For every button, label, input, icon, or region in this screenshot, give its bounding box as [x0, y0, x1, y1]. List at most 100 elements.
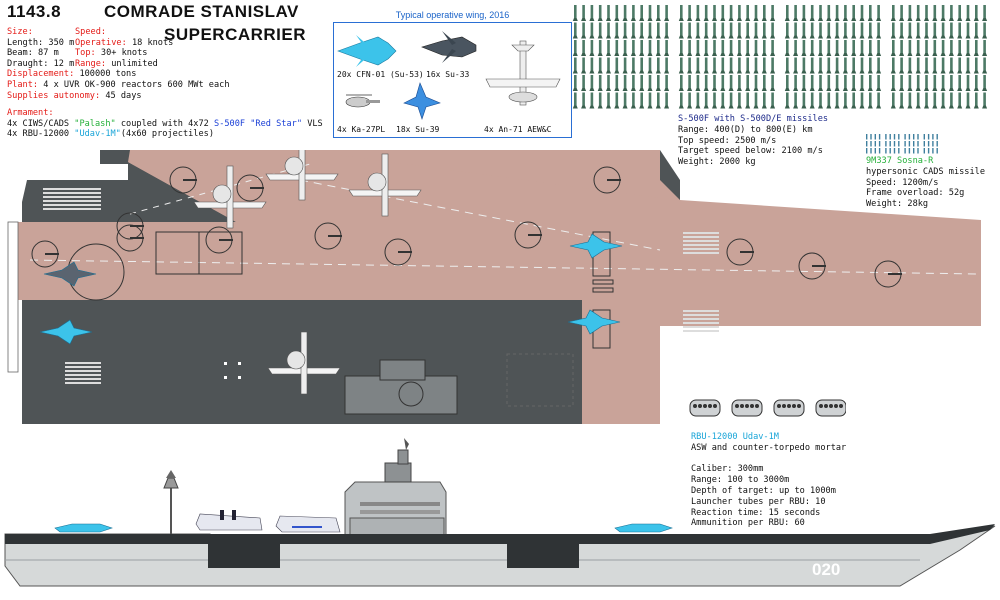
arm2-name: "Udav-1M": [74, 129, 121, 140]
vls-missile: [842, 40, 848, 56]
vls-missile: [572, 40, 578, 56]
vls-missile: [606, 57, 611, 74]
sosna-missile: [889, 148, 891, 154]
top-value: 30+ knots: [100, 48, 148, 59]
vls-missile: [801, 40, 807, 56]
displacement-value: 100000 tons: [79, 69, 137, 80]
vls-missile: [957, 5, 963, 21]
vls-missile: [597, 92, 603, 109]
vls-missile: [581, 5, 587, 21]
ciws-grille: [43, 200, 79, 202]
vls-missile: [907, 40, 913, 56]
sosna-missile: [898, 148, 900, 154]
vls-missile: [678, 5, 684, 21]
air-wing-title: Typical operative wing, 2016: [395, 10, 510, 20]
vls-missile: [639, 5, 645, 21]
vls-missile: [761, 5, 767, 21]
vls-missile: [834, 40, 840, 56]
vls-missile: [842, 5, 848, 21]
vls-missile: [851, 92, 857, 109]
vls-missile: [965, 75, 971, 91]
vls-missile: [867, 40, 873, 56]
ciws-grille: [43, 208, 79, 210]
sosna-missile: [885, 148, 887, 154]
vls-missile: [907, 22, 913, 39]
vls-missile: [664, 40, 670, 56]
sosna-missile: [904, 141, 906, 147]
ciws-grille: [65, 366, 101, 368]
vls-missile: [915, 40, 921, 56]
vls-missile: [647, 40, 653, 56]
vls-missile: [924, 75, 929, 91]
vls-missile: [712, 40, 717, 56]
sosna-missile: [932, 141, 934, 147]
vls-missile: [745, 92, 751, 109]
vls-missile: [720, 22, 726, 39]
vls-missile: [915, 5, 921, 21]
vls-missile: [784, 22, 790, 39]
vls-missile: [589, 75, 595, 91]
vls-missile: [753, 5, 759, 21]
vls-missile: [948, 22, 954, 39]
vls-missile: [957, 57, 963, 74]
vls-missile: [761, 57, 767, 74]
vls-missile: [915, 57, 921, 74]
sosna-missile: [874, 134, 876, 140]
vls-missile: [581, 57, 587, 74]
vls-missile: [973, 40, 979, 56]
rbu-reaction: Reaction time: 15 seconds: [691, 507, 821, 518]
vls-missile: [614, 22, 620, 39]
vls-missile: [678, 75, 684, 91]
ciws-grille: [65, 208, 101, 210]
vls-missile: [907, 75, 913, 91]
vls-missile: [784, 57, 790, 74]
sosna-missile: [889, 141, 891, 147]
vls-missile: [572, 5, 578, 21]
vls-missile: [932, 40, 938, 56]
su39-icon: [403, 82, 441, 120]
vls-missile: [859, 57, 865, 74]
air-wing-silhouettes: [337, 31, 561, 120]
vls-missile: [720, 75, 726, 91]
vls-missile: [867, 92, 873, 109]
vls-missile: [606, 22, 611, 39]
sosna-missile: [923, 148, 925, 154]
vls-missile: [948, 57, 954, 74]
ciws-grille: [65, 196, 101, 198]
ka27-label: 4x Ka-27PL: [337, 125, 386, 134]
side-fighter-1: [54, 523, 113, 533]
sosna-missile: [927, 148, 930, 154]
vls-missile: [678, 92, 684, 109]
vls-missile: [622, 57, 628, 74]
ship-class: SUPERCARRIER: [164, 25, 307, 44]
vls-missile: [957, 92, 963, 109]
vls-missile: [801, 5, 807, 21]
ciws-grille: [65, 382, 101, 384]
sosna-missile: [870, 141, 872, 147]
vls-missile: [736, 22, 742, 39]
vls-missile: [687, 5, 693, 21]
vls-missile: [655, 75, 661, 91]
armament-block: Armament: 4x CIWS/CADS "Palash" coupled …: [7, 108, 323, 140]
top-label: Top:: [75, 48, 96, 59]
vls-missile: [948, 92, 954, 109]
ciws-grille: [65, 370, 101, 372]
vls-missile: [655, 92, 661, 109]
arm1-mid: coupled with 4x72: [120, 118, 209, 129]
vls-missile: [924, 92, 929, 109]
sosna-title: 9M337 Sosna-R: [866, 156, 934, 166]
vls-missile: [614, 40, 620, 56]
sosna-missile: [878, 148, 881, 154]
vls-missile: [965, 40, 971, 56]
vls-missile: [745, 75, 751, 91]
vls-missile: [770, 5, 776, 21]
vls-missile: [622, 40, 628, 56]
sosna-missile: [870, 134, 872, 140]
vls-missile: [581, 92, 587, 109]
vls-missile: [639, 92, 645, 109]
su33-icon: [421, 31, 477, 63]
vls-missile-grid: [572, 5, 988, 109]
vls-missile: [572, 92, 578, 109]
vls-missile: [622, 75, 628, 91]
vls-missile: [907, 92, 913, 109]
